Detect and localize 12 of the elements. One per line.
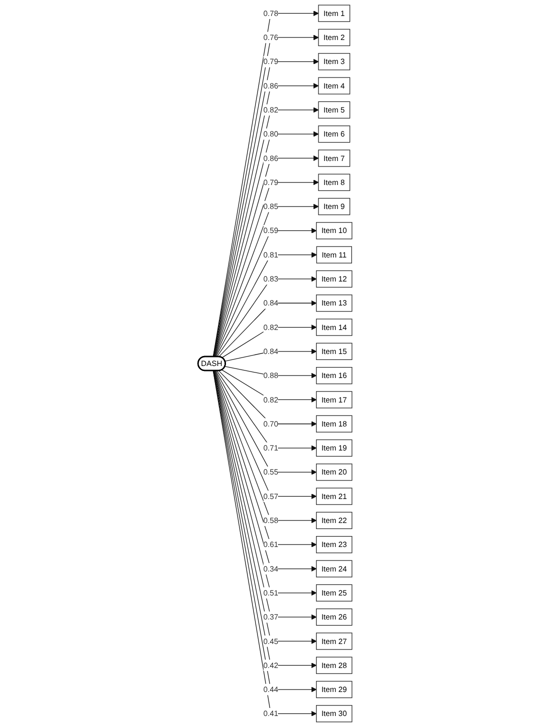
arrow (222, 324, 317, 358)
arrow (216, 276, 317, 358)
arrow (214, 370, 317, 500)
arrow (215, 370, 317, 475)
arrow (216, 370, 317, 451)
arrow (224, 348, 317, 362)
arrow (218, 300, 317, 358)
arrow (218, 370, 317, 427)
arrow (215, 252, 317, 358)
arrow (214, 228, 317, 358)
arrow (222, 370, 317, 403)
arrow (224, 366, 317, 378)
